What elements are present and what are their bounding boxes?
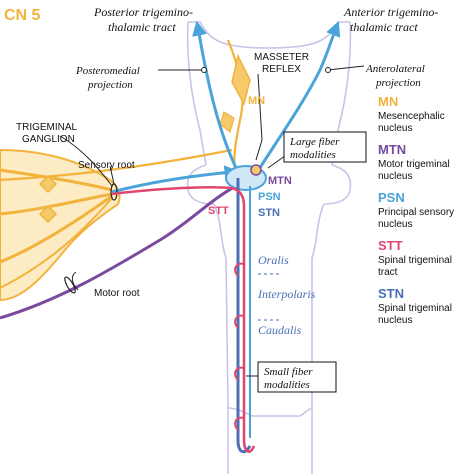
legend-desc-psn-2: nucleus	[378, 219, 412, 230]
legend-desc-stt-1: Spinal trigeminal	[378, 255, 452, 266]
posterior-tract-line-2: thalamic tract	[108, 20, 176, 34]
anterior-tract-line-1: Anterior trigemino-	[343, 5, 438, 19]
sensory-root-label: Sensory root	[78, 160, 135, 171]
mtn-inline-label: MTN	[268, 175, 292, 187]
ganglion-label: TRIGEMINAL GANGLION	[16, 122, 78, 145]
small-fiber-loops	[234, 262, 245, 431]
trigeminal-ganglion	[0, 148, 121, 302]
stt-fiber	[111, 186, 256, 453]
legend-desc-psn-1: Principal sensory	[378, 207, 454, 218]
psn-inline-label: PSN	[258, 191, 281, 203]
brainstem-outline	[186, 21, 352, 474]
legend-abbr-stt: STT	[378, 238, 403, 253]
anterolateral-label: Anterolateral projection	[365, 63, 425, 89]
legend-desc-stt-2: tract	[378, 267, 398, 278]
posteromedial-line-1: Posteromedial	[75, 65, 140, 77]
anterior-tract-line-2: thalamic tract	[350, 20, 418, 34]
legend-abbr-stn: STN	[378, 286, 404, 301]
large-fiber-line-1: Large fiber	[289, 136, 340, 148]
legend-abbr-mtn: MTN	[378, 142, 406, 157]
legend-desc-mtn-2: nucleus	[378, 171, 412, 182]
anterior-tract-fiber	[248, 21, 341, 185]
anterolateral-line-1: Anterolateral	[365, 63, 425, 75]
legend-desc-mn-2: nucleus	[378, 123, 412, 134]
large-fiber-box: Large fiber modalities	[283, 131, 367, 163]
mn-cell-body-2	[219, 111, 235, 134]
leader-lines	[59, 65, 365, 377]
legend-abbr-mn: MN	[378, 94, 398, 109]
posterior-tract-line-1: Posterior trigemino-	[93, 5, 193, 19]
posteromedial-label: Posteromedial projection	[75, 65, 140, 91]
anterior-tract-label: Anterior trigemino- thalamic tract	[343, 5, 438, 34]
legend-desc-mtn-1: Motor trigeminal	[378, 159, 450, 170]
mn-inline-label: MN	[248, 95, 265, 107]
legend-desc-stn-2: nucleus	[378, 315, 412, 326]
sensory-root-bundle	[111, 165, 240, 194]
posterior-tract-label: Posterior trigemino- thalamic tract	[93, 5, 193, 34]
masseter-line-2: REFLEX	[262, 64, 301, 75]
caudalis-label: Caudalis	[258, 323, 302, 337]
large-fiber-line-2: modalities	[290, 149, 336, 161]
ganglion-line-2: GANGLION	[22, 134, 75, 145]
ganglion-line-1: TRIGEMINAL	[16, 122, 78, 133]
posteromedial-line-2: projection	[87, 79, 133, 91]
motor-root-marker	[64, 276, 76, 294]
small-fiber-box: Small fiber modalities	[257, 361, 337, 393]
posterior-tract-fiber	[192, 20, 244, 181]
legend-desc-mn-1: Mesencephalic	[378, 111, 445, 122]
stt-inline-label: STT	[208, 205, 229, 217]
masseter-reflex-label: MASSETER REFLEX	[254, 52, 309, 75]
small-fiber-line-2: modalities	[264, 379, 310, 391]
cn-label: CN 5	[4, 7, 41, 24]
anterolateral-line-2: projection	[375, 77, 421, 89]
stn-column	[236, 178, 252, 454]
mtn-dot	[250, 164, 262, 176]
small-fiber-line-1: Small fiber	[264, 366, 313, 378]
oralis-label: Oralis	[258, 253, 289, 267]
motor-root-label: Motor root	[94, 288, 140, 299]
mn-cell-body	[231, 53, 251, 107]
interpolaris-label: Interpolaris	[257, 287, 316, 301]
masseter-line-1: MASSETER	[254, 52, 309, 63]
legend-abbr-psn: PSN	[378, 190, 405, 205]
legend-desc-stn-1: Spinal trigeminal	[378, 303, 452, 314]
stn-inline-label: STN	[258, 207, 280, 219]
